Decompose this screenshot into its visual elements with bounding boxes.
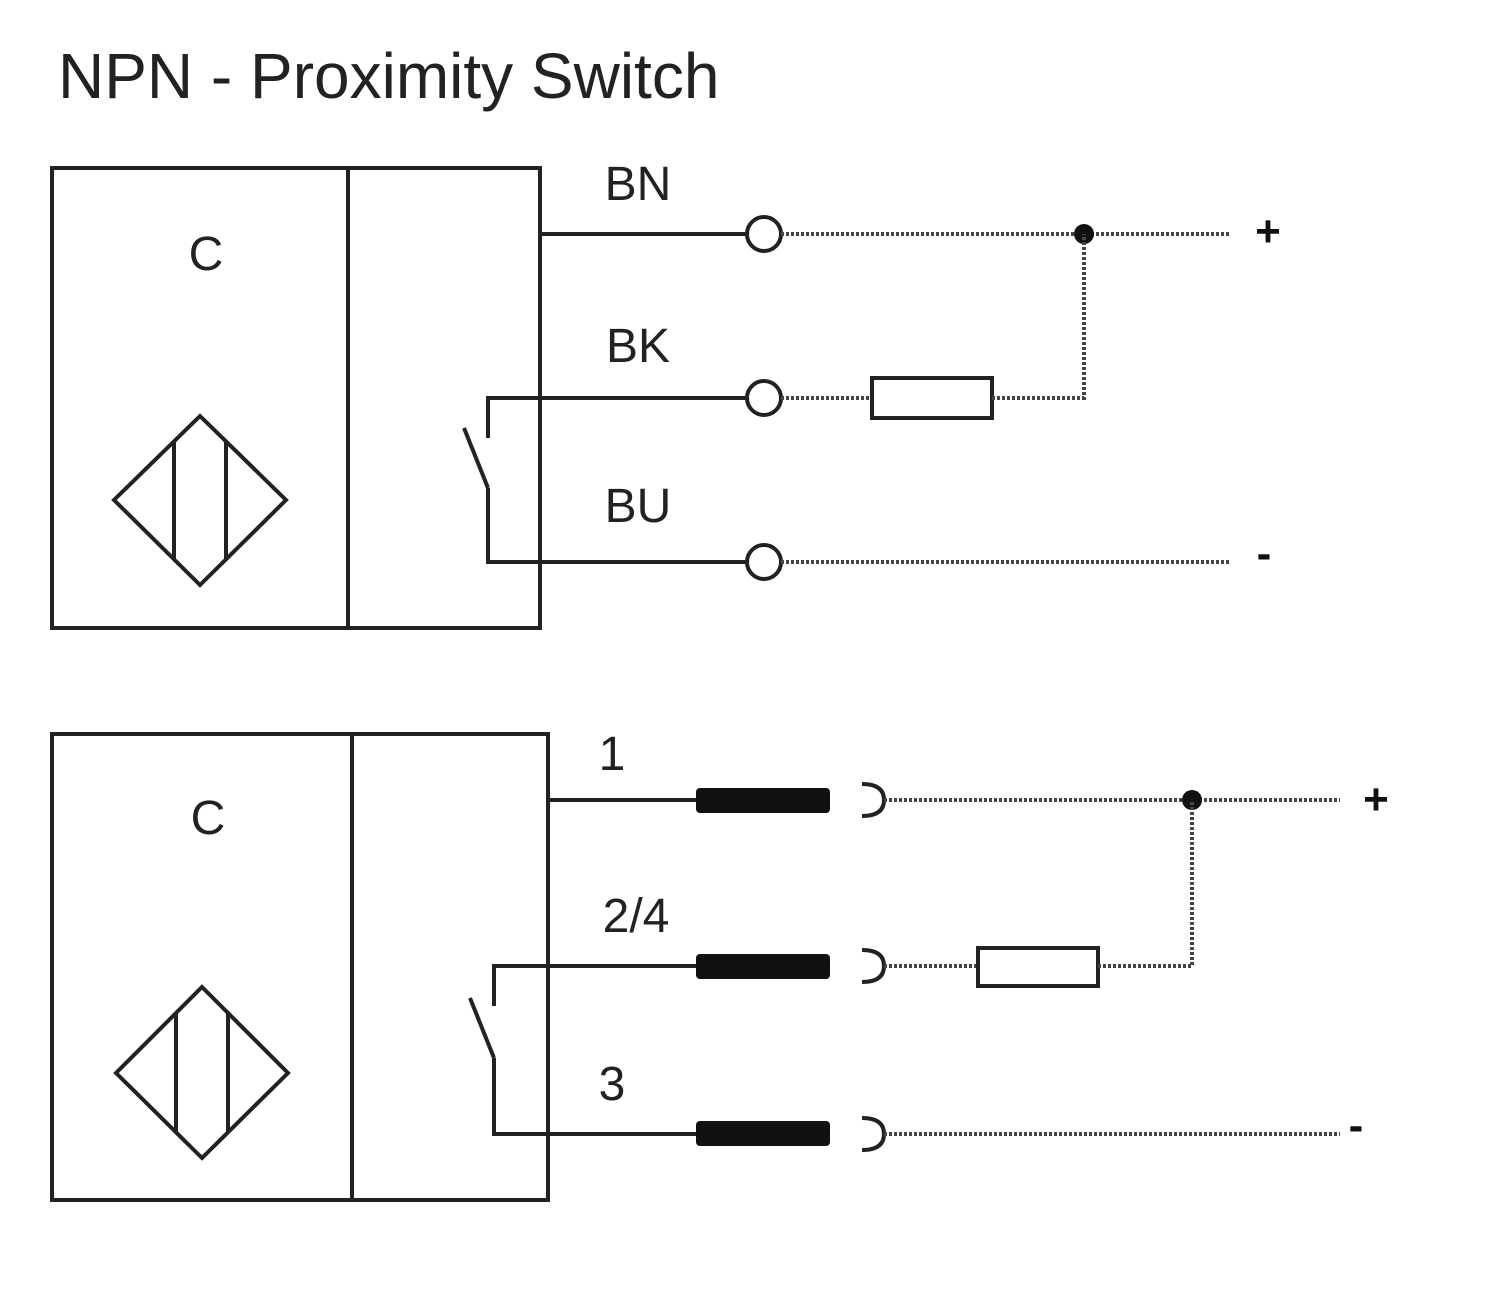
bottom-sensor-type-label: C [191,792,226,845]
top-capacitive-sensor-icon [111,413,289,588]
bottom-pin3-label: 3 [599,1058,626,1111]
top-bu-label: BU [605,480,672,533]
top-bk-label: BK [606,320,670,373]
bottom-pin2-socket [861,948,887,984]
top-switch-contact [462,396,540,564]
top-diagram: C BN + BK BU - [50,158,1281,630]
diagram-title: NPN - Proximity Switch [58,40,720,112]
bottom-pin2-plug [696,954,830,979]
bottom-capacitive-sensor-icon [113,984,291,1161]
top-resistor-return-line [992,234,1086,400]
top-bn-terminal [745,215,783,253]
top-minus-label: - [1257,529,1272,578]
bottom-pin1-socket [861,782,887,818]
top-bu-terminal [745,543,783,581]
bottom-pin2-label: 2/4 [603,890,670,943]
bottom-pin1-label: 1 [599,728,626,781]
top-sensor-housing [50,166,542,630]
bottom-sensor-housing [50,732,550,1202]
top-bn-label: BN [605,158,672,211]
top-plus-label: + [1255,207,1281,256]
bottom-switch-contact [468,964,548,1136]
top-bk-terminal [745,379,783,417]
bottom-junction-dot [1182,790,1202,810]
bottom-pin3-plug [696,1121,830,1146]
bottom-diagram: C 1 + 2/4 3 - [50,728,1389,1202]
bottom-resistor-return-line [1098,800,1194,968]
top-sensor-type-label: C [189,228,224,281]
top-load-resistor [870,376,994,420]
bottom-pin1-plug [696,788,830,813]
bottom-load-resistor [976,946,1100,988]
bottom-plus-label: + [1363,775,1389,824]
bottom-pin3-socket [861,1116,887,1152]
bottom-minus-label: - [1349,1101,1364,1150]
